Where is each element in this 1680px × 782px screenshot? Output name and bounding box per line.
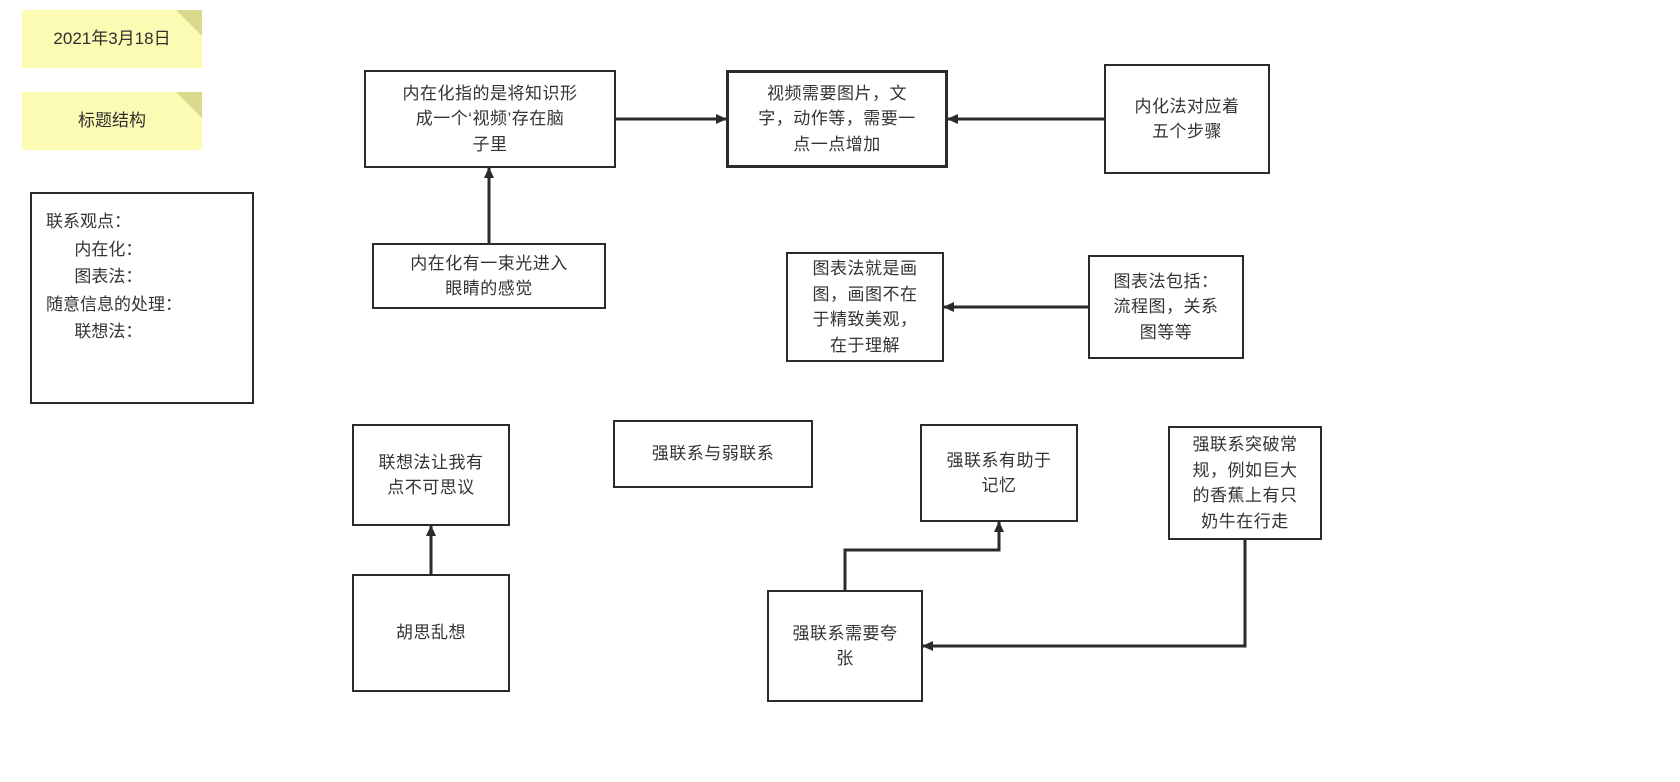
connector-exag-to-memory [843,521,1004,590]
node-label: 强联系有助于 记忆 [946,450,1052,496]
sticky-note[interactable]: 2021年3月18日 [22,10,202,68]
node-label: 强联系与弱联系 [651,444,775,464]
diagram-node-assoc-amazing[interactable]: 联想法让我有 点不可思议 [352,424,510,526]
diagram-node-video-needs[interactable]: 视频需要图片，文 字，动作等，需要一 点一点增加 [726,70,948,168]
connector-break-to-exag [922,540,1247,651]
diagram-node-light-feeling[interactable]: 内在化有一束光进入 眼睛的感觉 [372,243,606,309]
sticky-note-label: 标题结构 [78,110,146,130]
node-label: 强联系突破常 规，例如巨大 的香蕉上有只 奶牛在行走 [1192,435,1298,531]
node-label: 胡思乱想 [396,623,466,643]
diagram-node-need-exaggerate[interactable]: 强联系需要夸 张 [767,590,923,702]
folded-corner-icon [176,10,202,36]
node-label: 联想法让我有 点不可思议 [378,452,484,498]
outline-text-box[interactable]: 联系观点： 内在化： 图表法： 随意信息的处理： 联想法： [30,192,254,404]
folded-corner-icon [176,92,202,118]
node-label: 强联系需要夸 张 [792,623,898,669]
node-label: 内化法对应着 五个步骤 [1134,96,1240,142]
node-label: 视频需要图片，文 字，动作等，需要一 点一点增加 [758,83,916,154]
node-label: 图表法包括： 流程图，关系 图等等 [1113,271,1219,342]
node-label: 内在化有一束光进入 眼睛的感觉 [410,253,568,299]
diagram-node-five-steps[interactable]: 内化法对应着 五个步骤 [1104,64,1270,174]
diagram-node-wild-thoughts[interactable]: 胡思乱想 [352,574,510,692]
diagram-node-helps-memory[interactable]: 强联系有助于 记忆 [920,424,1078,522]
diagram-node-chart-is-drawing[interactable]: 图表法就是画 图，画图不在 于精致美观， 在于理解 [786,252,944,362]
node-label: 内在化指的是将知识形 成一个‘视频’存在脑 子里 [402,83,578,154]
diagram-node-internalize-def[interactable]: 内在化指的是将知识形 成一个‘视频’存在脑 子里 [364,70,616,168]
node-label: 图表法就是画 图，画图不在 于精致美观， 在于理解 [812,259,918,355]
diagram-node-break-routine[interactable]: 强联系突破常 规，例如巨大 的香蕉上有只 奶牛在行走 [1168,426,1322,540]
sticky-note-label: 2021年3月18日 [53,28,171,48]
sticky-note[interactable]: 标题结构 [22,92,202,150]
diagram-node-strong-weak[interactable]: 强联系与弱联系 [613,420,813,488]
diagram-node-chart-includes[interactable]: 图表法包括： 流程图，关系 图等等 [1088,255,1244,359]
